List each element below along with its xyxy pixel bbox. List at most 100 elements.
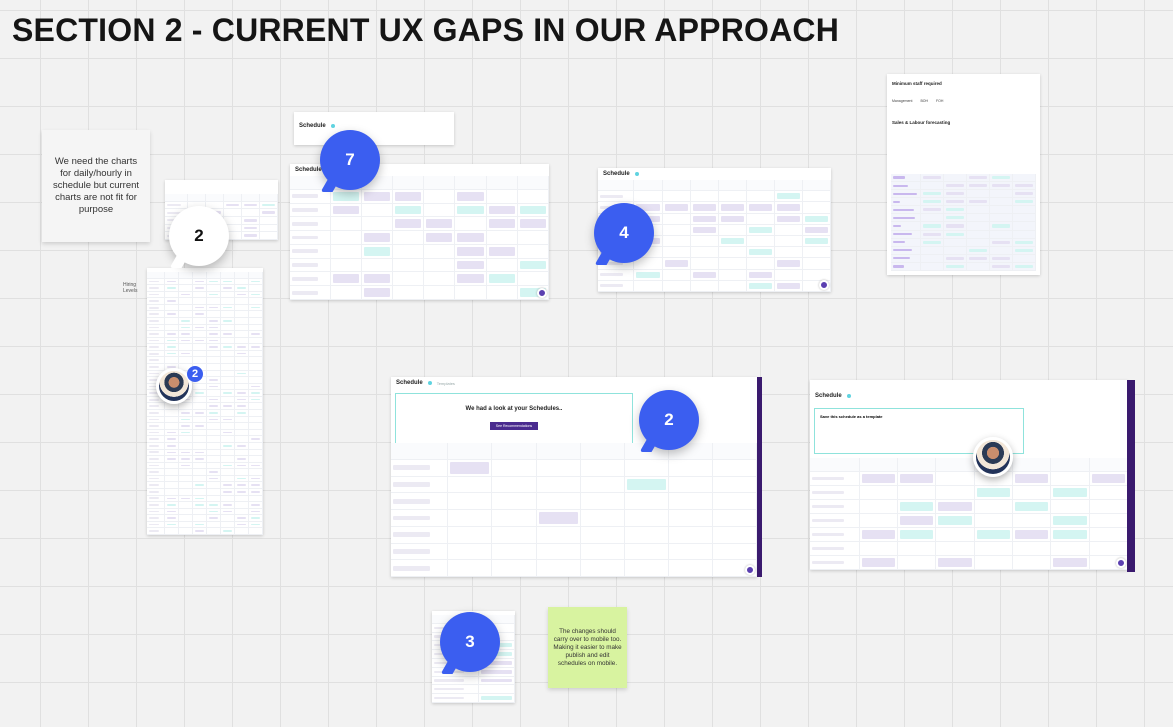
shift-block[interactable] (776, 282, 800, 289)
shift-block[interactable] (251, 280, 260, 283)
shift-block[interactable] (237, 484, 247, 486)
shift-block[interactable] (804, 226, 828, 233)
shift-block[interactable] (861, 530, 896, 539)
shift-block[interactable] (480, 678, 512, 683)
shift-block[interactable] (394, 205, 422, 215)
shift-block[interactable] (209, 418, 219, 421)
shift-block[interactable] (332, 274, 359, 284)
shift-block[interactable] (167, 517, 177, 519)
comment-bubble[interactable]: 3 (440, 612, 500, 672)
shift-block[interactable] (237, 293, 247, 296)
shift-block[interactable] (244, 226, 258, 230)
shift-block[interactable] (332, 191, 359, 201)
shift-block[interactable] (922, 232, 941, 236)
shift-block[interactable] (804, 215, 828, 222)
shift-block[interactable] (748, 282, 772, 289)
shift-block[interactable] (664, 204, 688, 211)
shift-block[interactable] (976, 530, 1011, 539)
shift-block[interactable] (1014, 200, 1033, 204)
shift-block[interactable] (626, 478, 666, 491)
schedule-screenshot-people[interactable]: Schedule (290, 164, 549, 300)
shift-block[interactable] (991, 240, 1010, 244)
hiring-levels-screenshot[interactable] (147, 268, 263, 535)
shift-block[interactable] (237, 392, 247, 394)
comment-bubble[interactable]: 4 (594, 203, 654, 263)
shift-block[interactable] (209, 320, 219, 322)
shift-block[interactable] (363, 191, 390, 201)
shift-block[interactable] (223, 320, 233, 322)
shift-block[interactable] (223, 418, 233, 421)
shift-block[interactable] (251, 438, 260, 440)
shift-block[interactable] (776, 204, 800, 211)
shift-block[interactable] (195, 497, 205, 500)
shift-block[interactable] (968, 176, 987, 180)
shift-block[interactable] (167, 346, 177, 348)
shift-block[interactable] (394, 191, 422, 201)
shift-block[interactable] (1014, 192, 1033, 196)
shift-block[interactable] (195, 523, 205, 526)
shift-block[interactable] (457, 233, 484, 242)
shift-block[interactable] (991, 224, 1010, 228)
shift-block[interactable] (938, 558, 972, 567)
shift-block[interactable] (167, 444, 177, 447)
shift-block[interactable] (167, 523, 177, 526)
shift-block[interactable] (480, 669, 512, 674)
shift-block[interactable] (664, 260, 688, 267)
shift-block[interactable] (748, 271, 772, 278)
shift-block[interactable] (720, 237, 744, 245)
shift-block[interactable] (251, 293, 260, 296)
shift-block[interactable] (223, 504, 233, 506)
schedule-header-screenshot[interactable]: Schedule (294, 112, 454, 145)
shift-block[interactable] (519, 205, 546, 215)
shift-block[interactable] (968, 200, 987, 204)
shift-block[interactable] (692, 271, 716, 278)
shift-block[interactable] (900, 502, 934, 511)
shift-block[interactable] (223, 287, 233, 289)
shift-block[interactable] (181, 425, 191, 427)
shift-block[interactable] (251, 484, 260, 486)
shift-block[interactable] (900, 516, 934, 525)
shift-block[interactable] (488, 274, 515, 284)
shift-block[interactable] (945, 200, 964, 204)
shift-block[interactable] (922, 176, 941, 180)
shift-block[interactable] (167, 451, 177, 454)
shift-block[interactable] (195, 339, 205, 342)
shift-block[interactable] (480, 661, 512, 665)
shift-block[interactable] (223, 280, 233, 283)
shift-block[interactable] (223, 530, 233, 532)
shift-block[interactable] (237, 346, 247, 348)
shift-block[interactable] (1015, 502, 1049, 511)
shift-block[interactable] (991, 256, 1010, 260)
shift-block[interactable] (195, 412, 205, 414)
templates-link[interactable]: Templates (436, 380, 455, 386)
shift-block[interactable] (991, 184, 1010, 188)
chat-icon[interactable] (819, 280, 829, 290)
shift-block[interactable] (209, 306, 219, 309)
shift-block[interactable] (922, 192, 941, 196)
shift-block[interactable] (488, 205, 515, 215)
chat-icon[interactable] (537, 288, 547, 298)
shift-block[interactable] (195, 484, 205, 486)
shift-block[interactable] (450, 461, 490, 474)
shift-block[interactable] (636, 204, 660, 211)
shift-block[interactable] (945, 264, 964, 268)
shift-block[interactable] (237, 458, 247, 460)
shift-block[interactable] (237, 352, 247, 355)
shift-block[interactable] (1053, 558, 1087, 567)
shift-block[interactable] (209, 477, 219, 480)
shift-block[interactable] (922, 208, 941, 212)
shift-block[interactable] (251, 346, 260, 348)
shift-block[interactable] (181, 431, 191, 434)
shift-block[interactable] (861, 474, 896, 483)
shift-block[interactable] (209, 333, 219, 335)
shift-block[interactable] (692, 204, 716, 211)
shift-block[interactable] (167, 366, 177, 368)
shift-block[interactable] (251, 333, 260, 335)
shift-block[interactable] (237, 517, 247, 519)
shift-block[interactable] (1014, 248, 1033, 252)
shift-block[interactable] (237, 372, 247, 375)
shift-block[interactable] (209, 412, 219, 414)
shift-block[interactable] (363, 274, 390, 284)
shift-block[interactable] (251, 510, 260, 513)
shift-block[interactable] (1014, 240, 1033, 244)
